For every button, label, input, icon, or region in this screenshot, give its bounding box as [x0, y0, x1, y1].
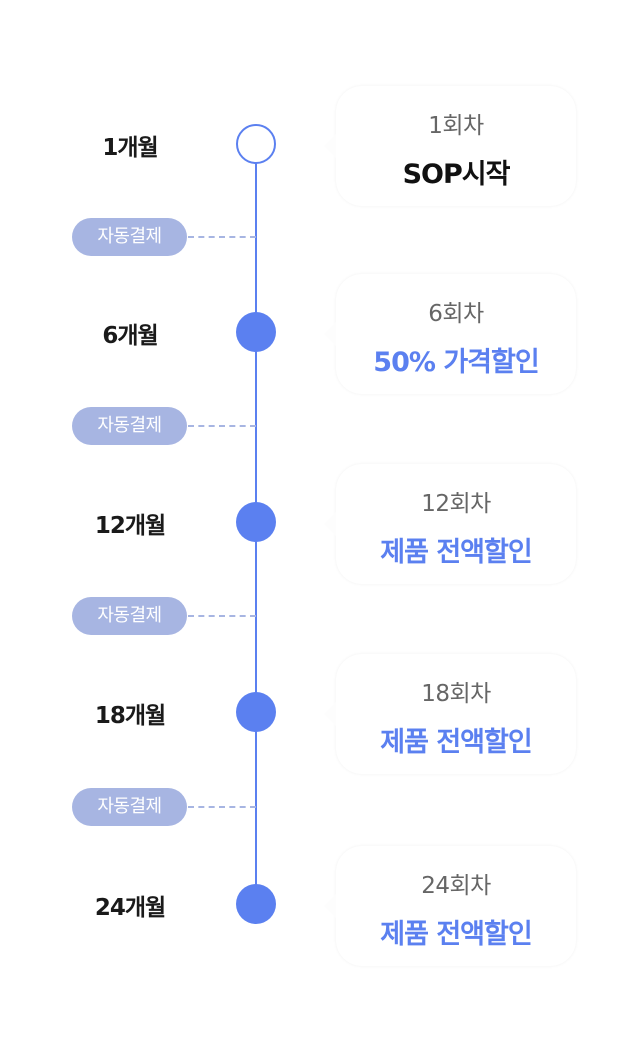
auto-payment-badge: 자동결제	[72, 407, 187, 445]
benefit-label: SOP시작	[402, 159, 511, 190]
benefit-card: 6회차 50% 가격할인	[324, 274, 576, 394]
auto-payment-badge: 자동결제	[72, 597, 187, 635]
timeline-node	[236, 884, 276, 924]
benefit-label: 50% 가격할인	[373, 347, 539, 378]
dashed-connector	[188, 615, 256, 617]
month-label: 1개월	[102, 135, 158, 161]
auto-payment-badge: 자동결제	[72, 788, 187, 826]
round-label: 24회차	[421, 873, 491, 899]
dashed-connector	[188, 806, 256, 808]
month-label: 12개월	[94, 513, 166, 539]
benefit-card: 1회차 SOP시작	[324, 86, 576, 206]
dashed-connector	[188, 236, 256, 238]
benefit-label: 제품 전액할인	[380, 919, 532, 950]
benefit-label: 제품 전액할인	[380, 537, 532, 568]
round-label: 6회차	[428, 301, 484, 327]
round-label: 18회차	[421, 681, 491, 707]
month-label: 24개월	[94, 895, 166, 921]
timeline-node	[236, 502, 276, 542]
benefit-label: 제품 전액할인	[380, 727, 532, 758]
round-label: 12회차	[421, 491, 491, 517]
dashed-connector	[188, 425, 256, 427]
month-label: 6개월	[102, 323, 158, 349]
round-label: 1회차	[428, 113, 484, 139]
timeline-node	[236, 312, 276, 352]
month-label: 18개월	[94, 703, 166, 729]
timeline-node	[236, 124, 276, 164]
auto-payment-badge: 자동결제	[72, 218, 187, 256]
timeline-node	[236, 692, 276, 732]
